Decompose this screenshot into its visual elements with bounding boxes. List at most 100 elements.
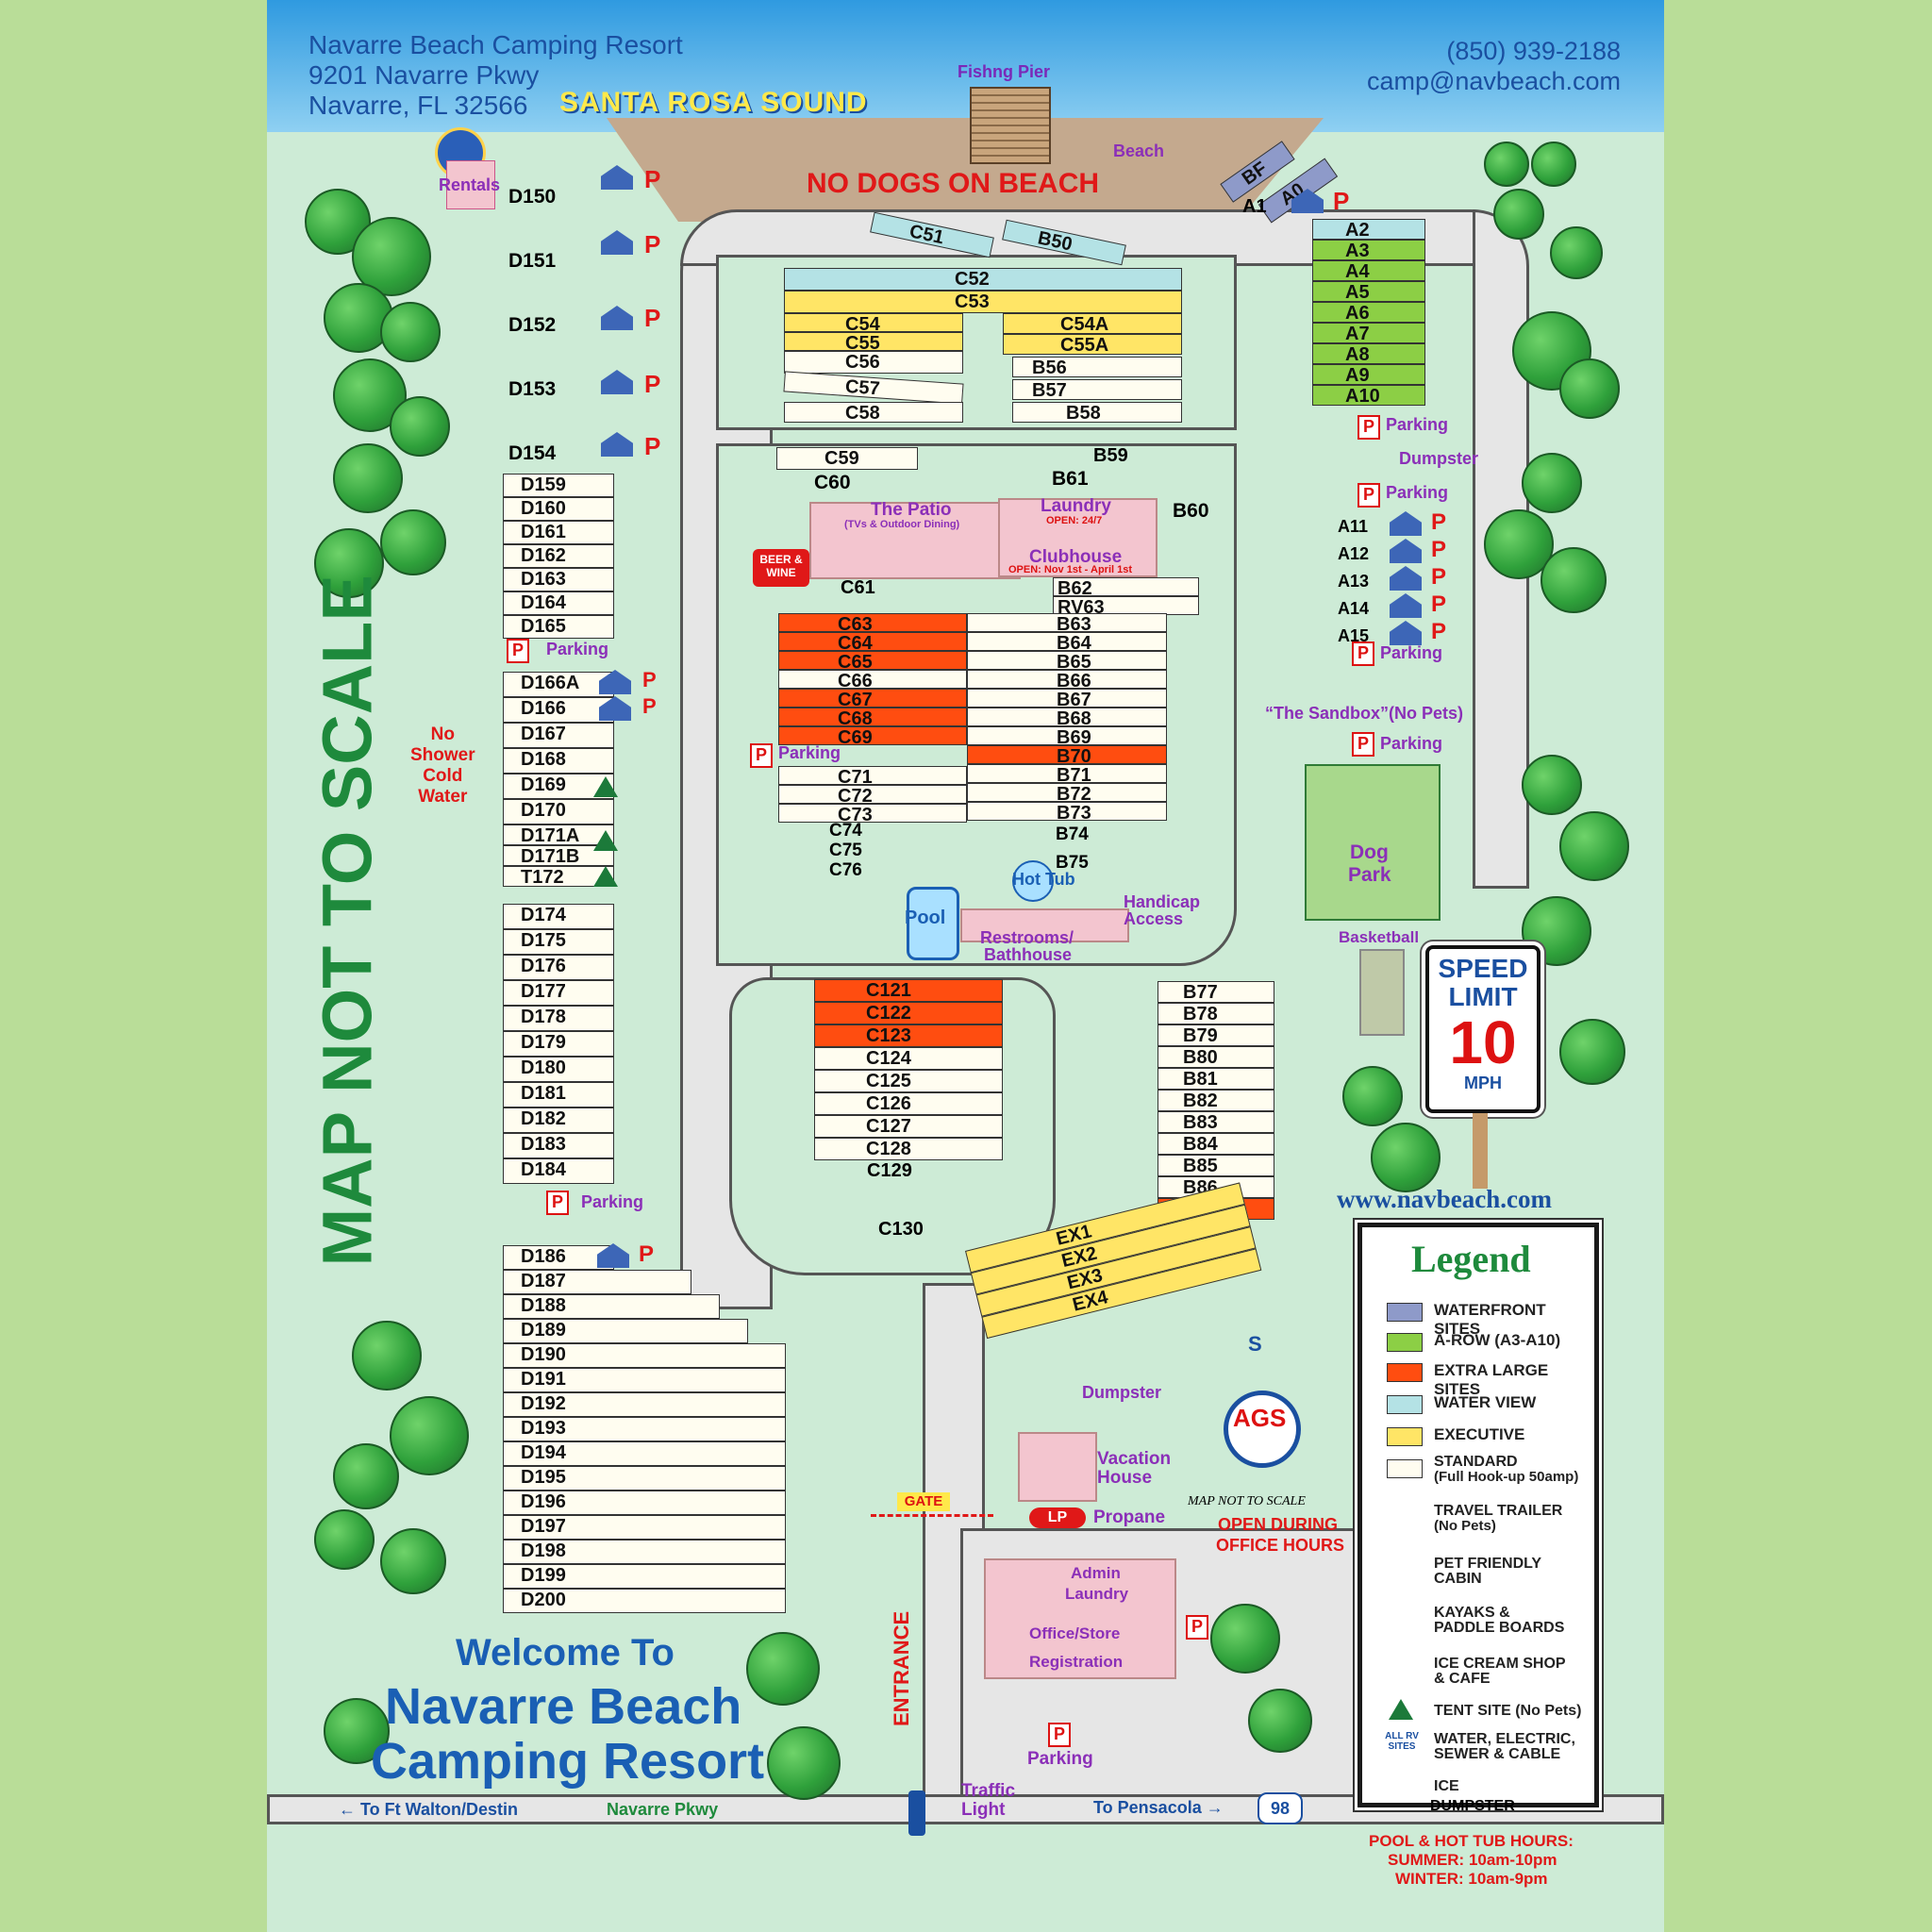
site-label[interactable]: D152 bbox=[508, 314, 557, 336]
site-row[interactable]: D168 bbox=[503, 748, 614, 774]
site-row[interactable]: D159 bbox=[503, 474, 614, 497]
site-row[interactable]: D183 bbox=[503, 1133, 614, 1158]
site-row[interactable]: B77 bbox=[1158, 981, 1274, 1003]
site-row[interactable]: D189 bbox=[503, 1319, 748, 1343]
site-label[interactable]: A14 bbox=[1338, 599, 1370, 618]
site-row[interactable]: B71 bbox=[967, 764, 1167, 786]
site-row[interactable]: D162 bbox=[503, 544, 614, 568]
site-label[interactable]: C61 bbox=[841, 577, 875, 598]
site-row[interactable]: D165 bbox=[503, 615, 614, 639]
site-row[interactable]: C128 bbox=[814, 1138, 1003, 1160]
site-label[interactable]: A13 bbox=[1338, 572, 1370, 591]
site-b62[interactable]: B62 bbox=[1053, 577, 1199, 599]
site-row[interactable]: C121 bbox=[814, 979, 1003, 1002]
site-row[interactable]: B82 bbox=[1158, 1090, 1274, 1111]
site-label[interactable]: C130 bbox=[878, 1219, 924, 1240]
site-label[interactable]: D154 bbox=[508, 442, 557, 464]
site-c55[interactable]: C55 bbox=[784, 332, 963, 354]
site-row[interactable]: B66 bbox=[967, 670, 1167, 691]
site-row[interactable]: D166A bbox=[503, 672, 614, 697]
site-label[interactable]: D153 bbox=[508, 378, 557, 400]
site-label[interactable]: B59 bbox=[1093, 445, 1128, 466]
site-row[interactable]: A6 bbox=[1312, 302, 1425, 324]
site-row[interactable]: D187 bbox=[503, 1270, 691, 1294]
site-row[interactable]: B69 bbox=[967, 726, 1167, 748]
site-row[interactable]: A4 bbox=[1312, 260, 1425, 282]
site-label[interactable]: D151 bbox=[508, 250, 557, 272]
site-row[interactable]: C66 bbox=[778, 670, 967, 691]
site-label[interactable]: C75 bbox=[829, 841, 862, 860]
site-c53[interactable]: C53 bbox=[784, 291, 1182, 313]
site-row[interactable]: C67 bbox=[778, 689, 967, 710]
site-row[interactable]: A10 bbox=[1312, 385, 1425, 407]
site-row[interactable]: B85 bbox=[1158, 1155, 1274, 1176]
site-label[interactable]: C60 bbox=[814, 472, 851, 493]
site-label[interactable]: A11 bbox=[1338, 517, 1369, 536]
site-row[interactable]: B84 bbox=[1158, 1133, 1274, 1155]
site-label[interactable]: C74 bbox=[829, 821, 862, 841]
site-row[interactable]: D174 bbox=[503, 904, 614, 929]
site-row[interactable]: D194 bbox=[503, 1441, 786, 1466]
site-label[interactable]: D150 bbox=[508, 186, 557, 208]
site-row[interactable]: C65 bbox=[778, 651, 967, 673]
site-row[interactable]: B63 bbox=[967, 613, 1167, 635]
site-row[interactable]: B70 bbox=[967, 745, 1167, 767]
site-row[interactable]: D182 bbox=[503, 1108, 614, 1133]
site-label[interactable]: C76 bbox=[829, 860, 862, 880]
site-row[interactable]: C73 bbox=[778, 804, 967, 825]
site-label[interactable]: A15 bbox=[1338, 626, 1370, 645]
site-row[interactable]: C124 bbox=[814, 1047, 1003, 1070]
site-row[interactable]: D190 bbox=[503, 1343, 786, 1368]
site-label[interactable]: B61 bbox=[1052, 468, 1089, 490]
site-c58[interactable]: C58 bbox=[784, 402, 963, 424]
site-row[interactable]: B78 bbox=[1158, 1003, 1274, 1024]
site-c55a[interactable]: C55A bbox=[1003, 334, 1182, 356]
site-row[interactable]: B72 bbox=[967, 783, 1167, 805]
site-row[interactable]: D198 bbox=[503, 1540, 786, 1564]
site-row[interactable]: D195 bbox=[503, 1466, 786, 1491]
site-c52[interactable]: C52 bbox=[784, 268, 1182, 291]
site-row[interactable]: D196 bbox=[503, 1491, 786, 1515]
site-row[interactable]: D167 bbox=[503, 723, 614, 748]
site-b57[interactable]: B57 bbox=[1012, 379, 1182, 401]
site-row[interactable]: D175 bbox=[503, 929, 614, 955]
site-label[interactable]: B75 bbox=[1056, 853, 1089, 873]
site-row[interactable]: C64 bbox=[778, 632, 967, 654]
site-c54[interactable]: C54 bbox=[784, 313, 963, 335]
site-row[interactable]: D161 bbox=[503, 521, 614, 544]
site-b58[interactable]: B58 bbox=[1012, 402, 1182, 424]
site-row[interactable]: D176 bbox=[503, 955, 614, 980]
site-row[interactable]: B83 bbox=[1158, 1111, 1274, 1133]
site-row[interactable]: D186 bbox=[503, 1245, 614, 1270]
site-row[interactable]: D184 bbox=[503, 1158, 614, 1184]
site-row[interactable]: B79 bbox=[1158, 1024, 1274, 1046]
site-row[interactable]: D192 bbox=[503, 1392, 786, 1417]
site-b56[interactable]: B56 bbox=[1012, 357, 1182, 378]
site-row[interactable]: D170 bbox=[503, 799, 614, 824]
site-row[interactable]: D178 bbox=[503, 1006, 614, 1031]
site-row[interactable]: B65 bbox=[967, 651, 1167, 673]
site-label[interactable]: B60 bbox=[1173, 500, 1209, 522]
site-row[interactable]: B80 bbox=[1158, 1046, 1274, 1068]
site-row[interactable]: D191 bbox=[503, 1368, 786, 1392]
site-row[interactable]: C68 bbox=[778, 708, 967, 729]
site-row[interactable]: C123 bbox=[814, 1024, 1003, 1047]
site-row[interactable]: C122 bbox=[814, 1002, 1003, 1024]
site-row[interactable]: D179 bbox=[503, 1031, 614, 1057]
site-c59[interactable]: C59 bbox=[776, 447, 918, 470]
site-row[interactable]: C63 bbox=[778, 613, 967, 635]
site-row[interactable]: D193 bbox=[503, 1417, 786, 1441]
site-row[interactable]: C69 bbox=[778, 726, 967, 748]
site-row[interactable]: A3 bbox=[1312, 240, 1425, 261]
site-row[interactable]: D197 bbox=[503, 1515, 786, 1540]
site-label[interactable]: A1 bbox=[1242, 196, 1267, 217]
site-row[interactable]: C126 bbox=[814, 1092, 1003, 1115]
site-row[interactable]: D180 bbox=[503, 1057, 614, 1082]
site-row[interactable]: D171B bbox=[503, 845, 614, 867]
site-row[interactable]: C71 bbox=[778, 766, 967, 788]
site-label[interactable]: C129 bbox=[867, 1160, 912, 1181]
site-row[interactable]: C72 bbox=[778, 785, 967, 807]
site-rv63[interactable]: RV63 bbox=[1053, 596, 1199, 618]
site-row[interactable]: C127 bbox=[814, 1115, 1003, 1138]
site-row[interactable]: A8 bbox=[1312, 343, 1425, 365]
